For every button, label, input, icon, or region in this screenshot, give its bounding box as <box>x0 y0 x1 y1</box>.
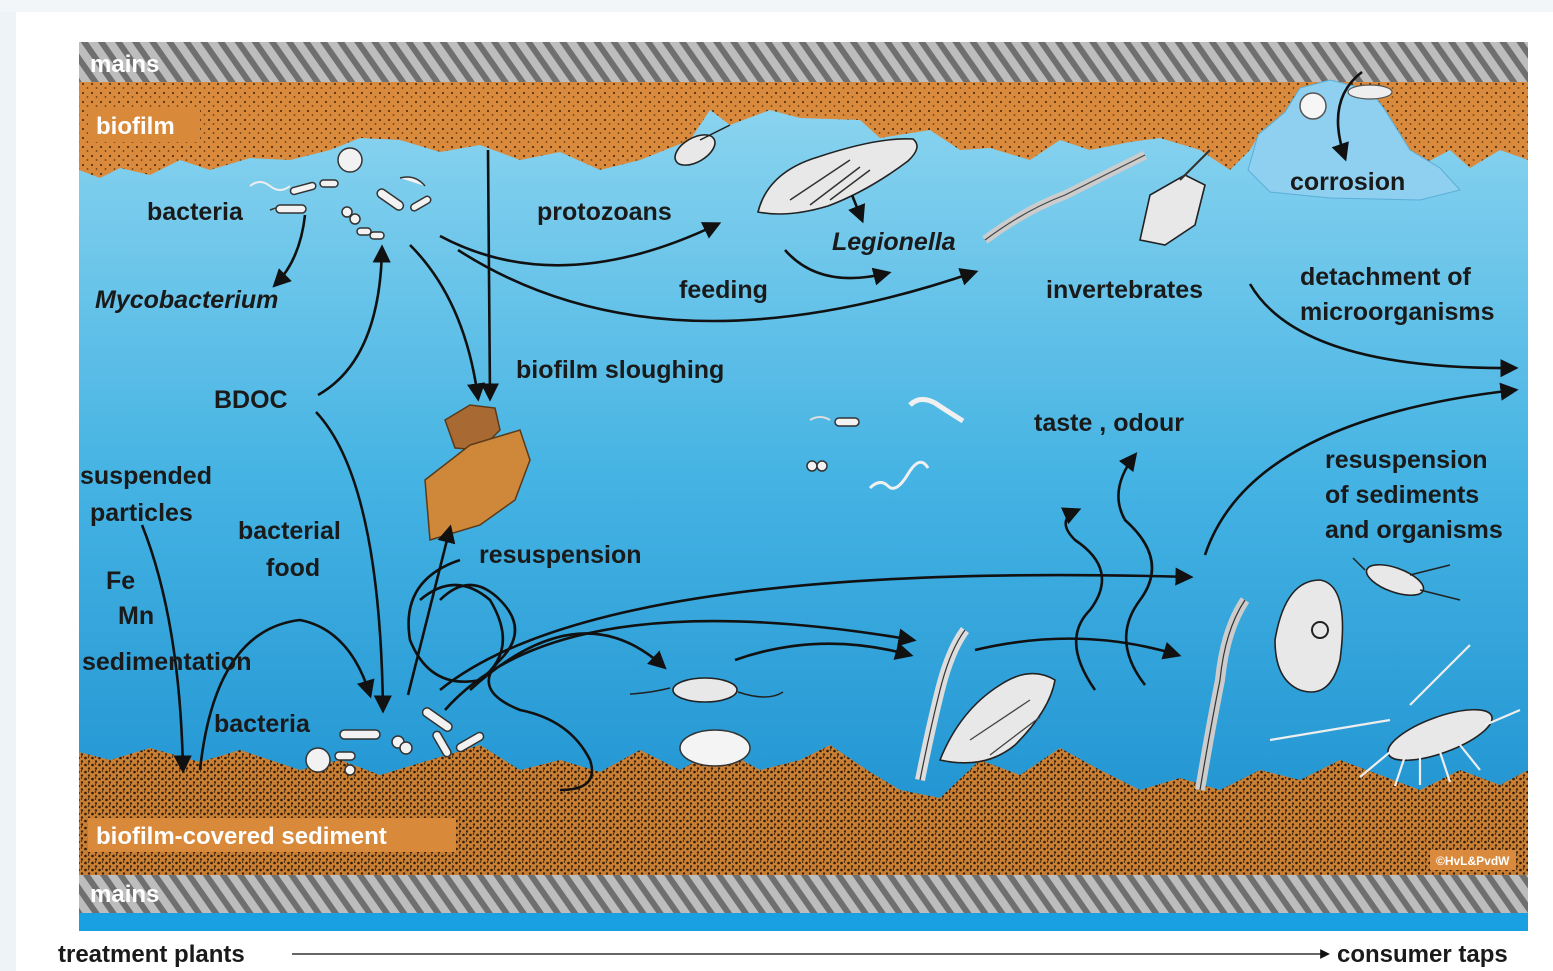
label-food: food <box>266 554 320 582</box>
label-suspended: suspended <box>80 462 212 490</box>
top-pipe-wall <box>79 42 1528 82</box>
label-resuspension: resuspension <box>479 541 642 569</box>
label-consumer-taps: consumer taps <box>1337 941 1508 968</box>
label-copyright: ©HvL&PvdW <box>1436 854 1510 868</box>
label-corrosion: corrosion <box>1290 168 1405 196</box>
bottom-pipe-wall <box>79 873 1528 913</box>
label-bacterial: bacterial <box>238 517 341 545</box>
label-fe: Fe <box>106 567 135 595</box>
label-treatment-plants: treatment plants <box>58 941 245 968</box>
label-protozoans: protozoans <box>537 198 672 226</box>
corrosion-bubble <box>1300 93 1326 119</box>
label-resusp-sed-3: and organisms <box>1325 516 1503 544</box>
label-biofilm: biofilm <box>96 113 175 140</box>
protozoan-bottom-2 <box>680 730 750 766</box>
label-detachment-2: microorganisms <box>1300 298 1495 326</box>
blue-band <box>79 913 1528 931</box>
corrosion-particle <box>1348 85 1392 99</box>
label-particles: particles <box>90 499 193 527</box>
label-resusp-sed-2: of sediments <box>1325 481 1479 509</box>
label-bdoc: BDOC <box>214 386 288 414</box>
label-sedimentation: sedimentation <box>82 648 251 676</box>
label-detachment-1: detachment of <box>1300 263 1472 291</box>
label-mains-bottom: mains <box>90 881 159 908</box>
label-mycobacterium: Mycobacterium <box>95 286 278 314</box>
label-mains-top: mains <box>90 51 159 78</box>
label-bacteria-top: bacteria <box>147 198 244 226</box>
label-mn: Mn <box>118 602 154 630</box>
label-bacteria-bottom: bacteria <box>214 710 311 738</box>
label-biofilm-sediment: biofilm-covered sediment <box>96 823 387 850</box>
label-invertebrates: invertebrates <box>1046 276 1203 304</box>
label-resusp-sed-1: resuspension <box>1325 446 1488 474</box>
label-legionella: Legionella <box>832 228 956 256</box>
label-feeding: feeding <box>679 276 768 304</box>
slide-edge <box>0 0 16 971</box>
label-taste-odour: taste , odour <box>1034 409 1184 437</box>
label-biofilm-sloughing: biofilm sloughing <box>516 356 724 384</box>
